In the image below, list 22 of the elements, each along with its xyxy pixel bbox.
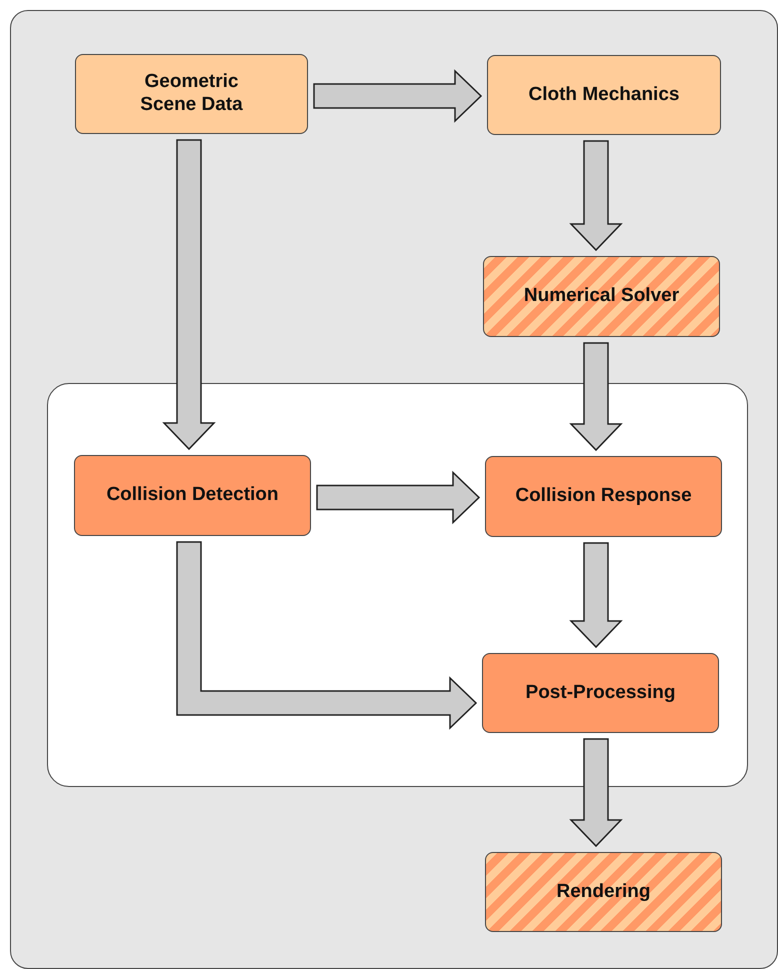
process-box bbox=[482, 653, 719, 733]
block-arrow bbox=[162, 139, 216, 450]
process-box bbox=[485, 852, 722, 932]
block-arrow bbox=[569, 140, 623, 252]
process-box bbox=[75, 54, 308, 134]
process-box bbox=[483, 256, 720, 337]
block-arrow bbox=[313, 69, 482, 123]
box-label: Collision Detection bbox=[106, 484, 279, 507]
process-box bbox=[487, 55, 721, 135]
box-label: Rendering bbox=[556, 880, 650, 904]
block-arrow bbox=[316, 470, 480, 524]
block-arrow bbox=[569, 342, 623, 452]
block-arrow bbox=[569, 542, 623, 648]
box-label: Geometric Scene Data bbox=[139, 71, 244, 117]
process-box bbox=[74, 455, 311, 536]
box-label: Collision Response bbox=[515, 485, 692, 508]
block-arrow bbox=[569, 738, 623, 848]
box-label: Cloth Mechanics bbox=[528, 84, 680, 106]
process-box bbox=[485, 456, 722, 537]
box-label: Numerical Solver bbox=[524, 285, 680, 308]
block-arrow bbox=[176, 541, 478, 730]
box-label: Post-Processing bbox=[526, 682, 676, 704]
